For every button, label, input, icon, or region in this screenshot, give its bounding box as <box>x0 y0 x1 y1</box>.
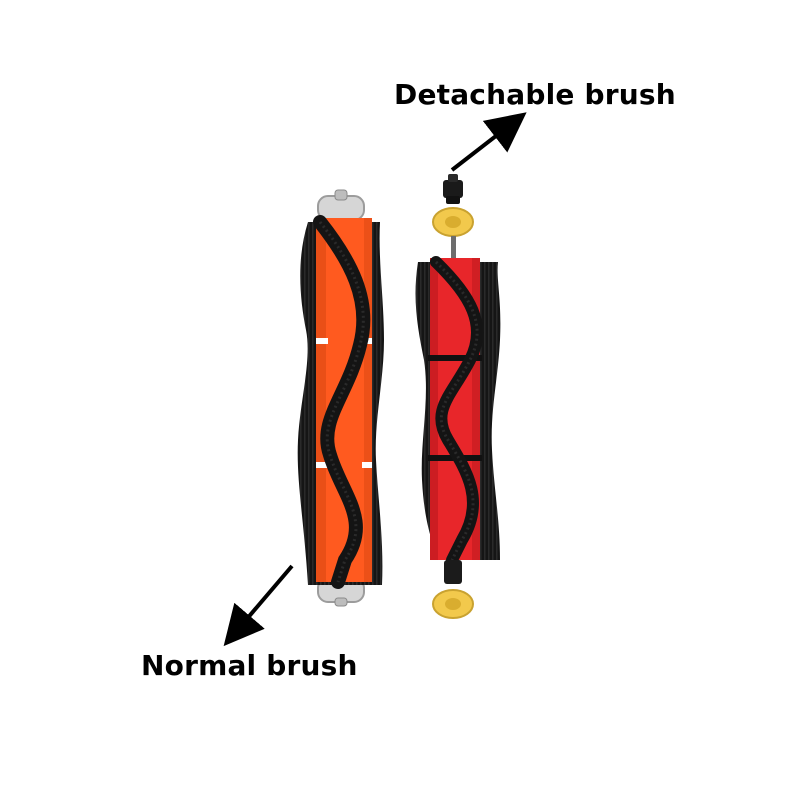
detachable-brush-bottom-bearing <box>432 589 474 619</box>
detachable-brush-label: Detachable brush <box>394 78 676 111</box>
arrow-up-right-icon <box>450 112 527 172</box>
detachable-brush-top-connector <box>443 174 463 204</box>
detachable-brush <box>415 174 501 619</box>
normal-brush-label: Normal brush <box>141 649 358 682</box>
detachable-brush-bottom-shaft <box>444 560 462 584</box>
normal-brush <box>297 189 384 607</box>
arrow-down-left-icon <box>223 564 294 647</box>
detachable-brush-top-bearing <box>432 207 474 237</box>
